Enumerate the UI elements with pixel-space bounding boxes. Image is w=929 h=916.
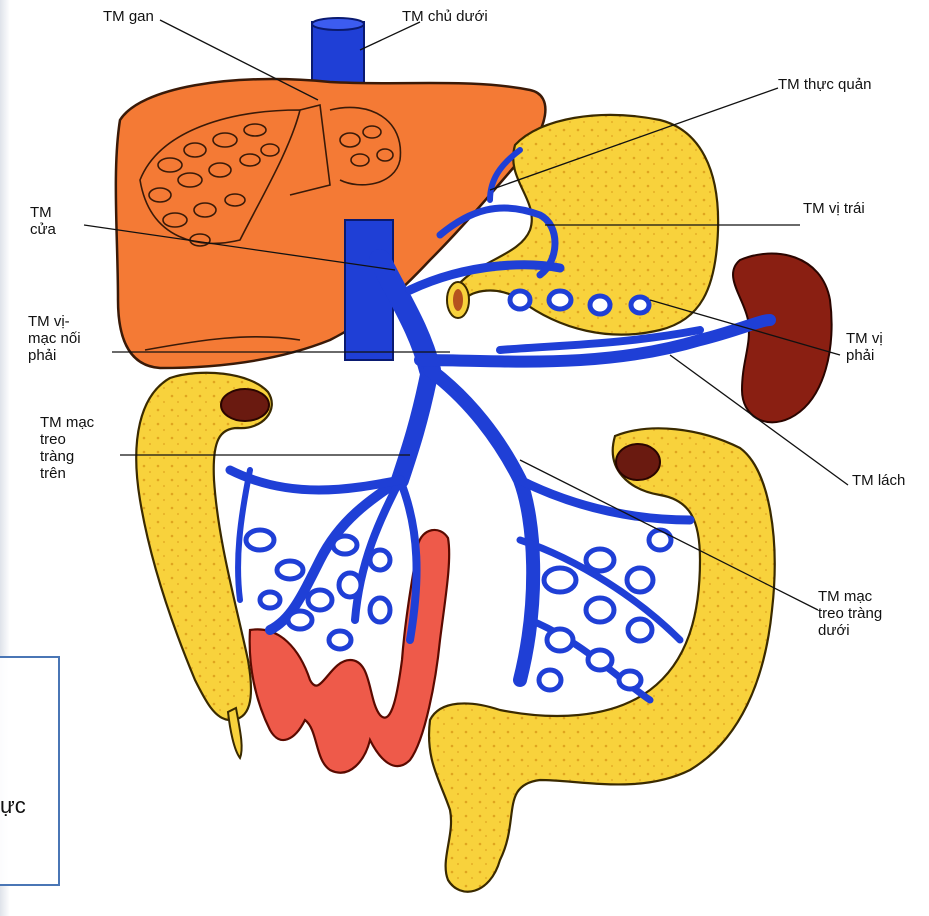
label-inferior-mesenteric-vein: TM mạc treo tràng dưới (818, 588, 882, 639)
label-right-gastric-vein: TM vị phải (846, 330, 883, 364)
liver (116, 79, 546, 368)
label-left-gastric-vein: TM vị trái (803, 200, 865, 217)
label-splenic-vein: TM lách (852, 472, 905, 489)
label-right-gastroepiploic-vein: TM vị- mạc nối phải (28, 313, 81, 364)
label-superior-mesenteric-vein: TM mạc treo tràng trên (40, 414, 94, 482)
label-esophageal-vein: TM thực quản (778, 76, 871, 93)
label-inferior-vena-cava: TM chủ dưới (402, 8, 488, 25)
ivc-top-opening (312, 18, 364, 30)
label-hepatic-vein: TM gan (103, 8, 154, 25)
descending-colon-lumen (616, 444, 660, 480)
callout-box (0, 656, 60, 886)
ascending-colon-lumen (221, 389, 269, 421)
callout-text: ực (0, 793, 26, 819)
label-portal-vein: TM cửa (30, 204, 56, 238)
